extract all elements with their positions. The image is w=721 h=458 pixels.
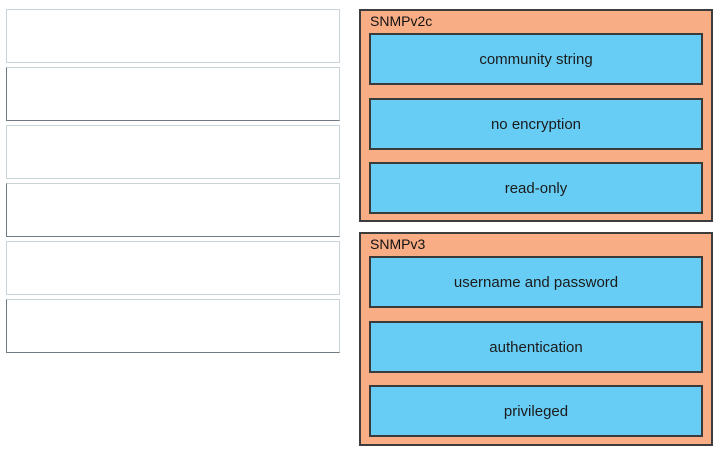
drop-slot-1[interactable] <box>6 9 340 63</box>
drop-slot-6[interactable] <box>6 299 340 353</box>
option-read-only[interactable]: read-only <box>369 162 703 214</box>
drop-slot-4[interactable] <box>6 183 340 237</box>
group-title-snmpv2c: SNMPv2c <box>370 13 433 29</box>
group-snmpv3: SNMPv3 username and password authenticat… <box>359 232 713 446</box>
option-privileged[interactable]: privileged <box>369 385 703 437</box>
drop-slot-2[interactable] <box>6 67 340 121</box>
option-no-encryption[interactable]: no encryption <box>369 98 703 150</box>
group-snmpv2c: SNMPv2c community string no encryption r… <box>359 9 713 222</box>
drop-slot-5[interactable] <box>6 241 340 295</box>
option-username-and-password[interactable]: username and password <box>369 256 703 308</box>
option-community-string[interactable]: community string <box>369 33 703 85</box>
group-title-snmpv3: SNMPv3 <box>370 236 426 252</box>
drop-slot-3[interactable] <box>6 125 340 179</box>
option-authentication[interactable]: authentication <box>369 321 703 373</box>
